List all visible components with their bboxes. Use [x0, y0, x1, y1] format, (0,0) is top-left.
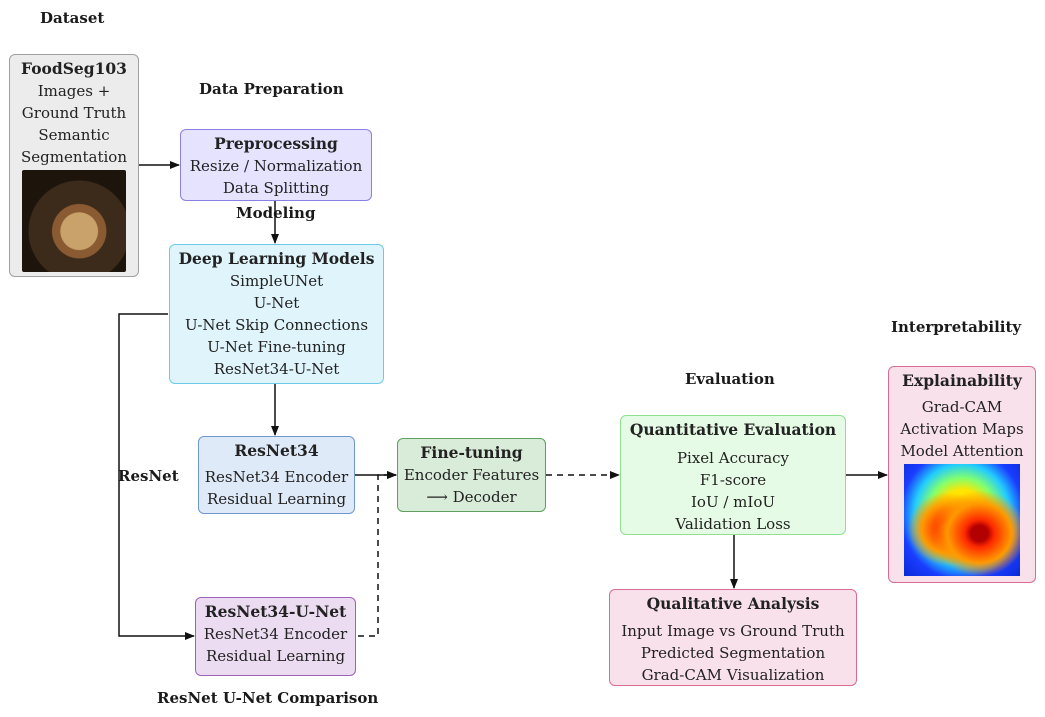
section-dataset: Dataset — [40, 9, 105, 27]
resnet34-unet-box: ResNet34-U-Net ResNet34 Encoder Residual… — [195, 597, 356, 676]
explainability-title: Explainability — [902, 371, 1022, 390]
qualitative-line: Grad-CAM Visualization — [641, 666, 825, 684]
quantitative-title: Quantitative Evaluation — [629, 420, 837, 439]
arrow-resnet-side-branch — [118, 313, 195, 640]
quantitative-line: Validation Loss — [675, 515, 791, 533]
resnet34-unet-title: ResNet34-U-Net — [204, 602, 347, 621]
explainability-line: Model Attention — [900, 442, 1024, 460]
finetuning-title: Fine-tuning — [420, 443, 523, 462]
section-evaluation: Evaluation — [685, 370, 775, 388]
resnet34-title: ResNet34 — [234, 441, 319, 460]
preprocessing-box: Preprocessing Resize / Normalization Dat… — [180, 129, 372, 201]
explainability-line: Grad-CAM — [921, 398, 1003, 416]
gradcam-heatmap-image — [904, 464, 1020, 576]
foodseg103-line: Ground Truth — [21, 104, 127, 122]
resnet34-line: ResNet34 Encoder — [204, 468, 349, 486]
resnet34-unet-line: ResNet34 Encoder — [203, 625, 348, 643]
qualitative-analysis-box: Qualitative Analysis Input Image vs Grou… — [609, 589, 857, 686]
preprocessing-line: Data Splitting — [222, 179, 330, 197]
food-sample-image — [22, 170, 126, 272]
finetuning-line: ⟶ Decoder — [426, 488, 517, 506]
qualitative-line: Input Image vs Ground Truth — [621, 622, 845, 640]
quantitative-line: F1-score — [699, 471, 767, 489]
foodseg103-line: Segmentation — [20, 148, 127, 166]
finetuning-line: Encoder Features — [403, 466, 540, 484]
qualitative-title: Qualitative Analysis — [646, 594, 820, 613]
models-title: Deep Learning Models — [178, 249, 375, 268]
section-resnet-side: ResNet — [118, 467, 179, 485]
models-line: U-Net Fine-tuning — [207, 338, 346, 356]
resnet34-box: ResNet34 ResNet34 Encoder Residual Learn… — [198, 436, 355, 514]
preprocessing-line: Resize / Normalization — [189, 157, 363, 175]
dashed-unet-to-finetuning — [358, 471, 397, 637]
models-line: U-Net — [253, 294, 300, 312]
models-line: SimpleUNet — [229, 272, 324, 290]
explainability-line: Activation Maps — [900, 420, 1024, 438]
resnet34-line: Residual Learning — [206, 490, 347, 508]
fine-tuning-box: Fine-tuning Encoder Features ⟶ Decoder — [397, 438, 546, 512]
section-comparison: ResNet U-Net Comparison — [157, 689, 379, 707]
foodseg103-title: FoodSeg103 — [21, 59, 127, 78]
quantitative-evaluation-box: Quantitative Evaluation Pixel Accuracy F… — [620, 415, 846, 535]
foodseg103-line: Semantic — [38, 126, 110, 144]
foodseg103-line: Images + — [37, 82, 111, 100]
quantitative-line: Pixel Accuracy — [676, 449, 790, 467]
section-data-preparation: Data Preparation — [199, 80, 344, 98]
preprocessing-title: Preprocessing — [214, 134, 338, 153]
models-line: ResNet34-U-Net — [213, 360, 340, 378]
deep-learning-models-box: Deep Learning Models SimpleUNet U-Net U-… — [169, 244, 384, 384]
quantitative-line: IoU / mIoU — [690, 493, 775, 511]
section-interpretability: Interpretability — [891, 318, 1022, 336]
qualitative-line: Predicted Segmentation — [640, 644, 826, 662]
models-line: U-Net Skip Connections — [184, 316, 369, 334]
resnet34-unet-line: Residual Learning — [205, 647, 346, 665]
